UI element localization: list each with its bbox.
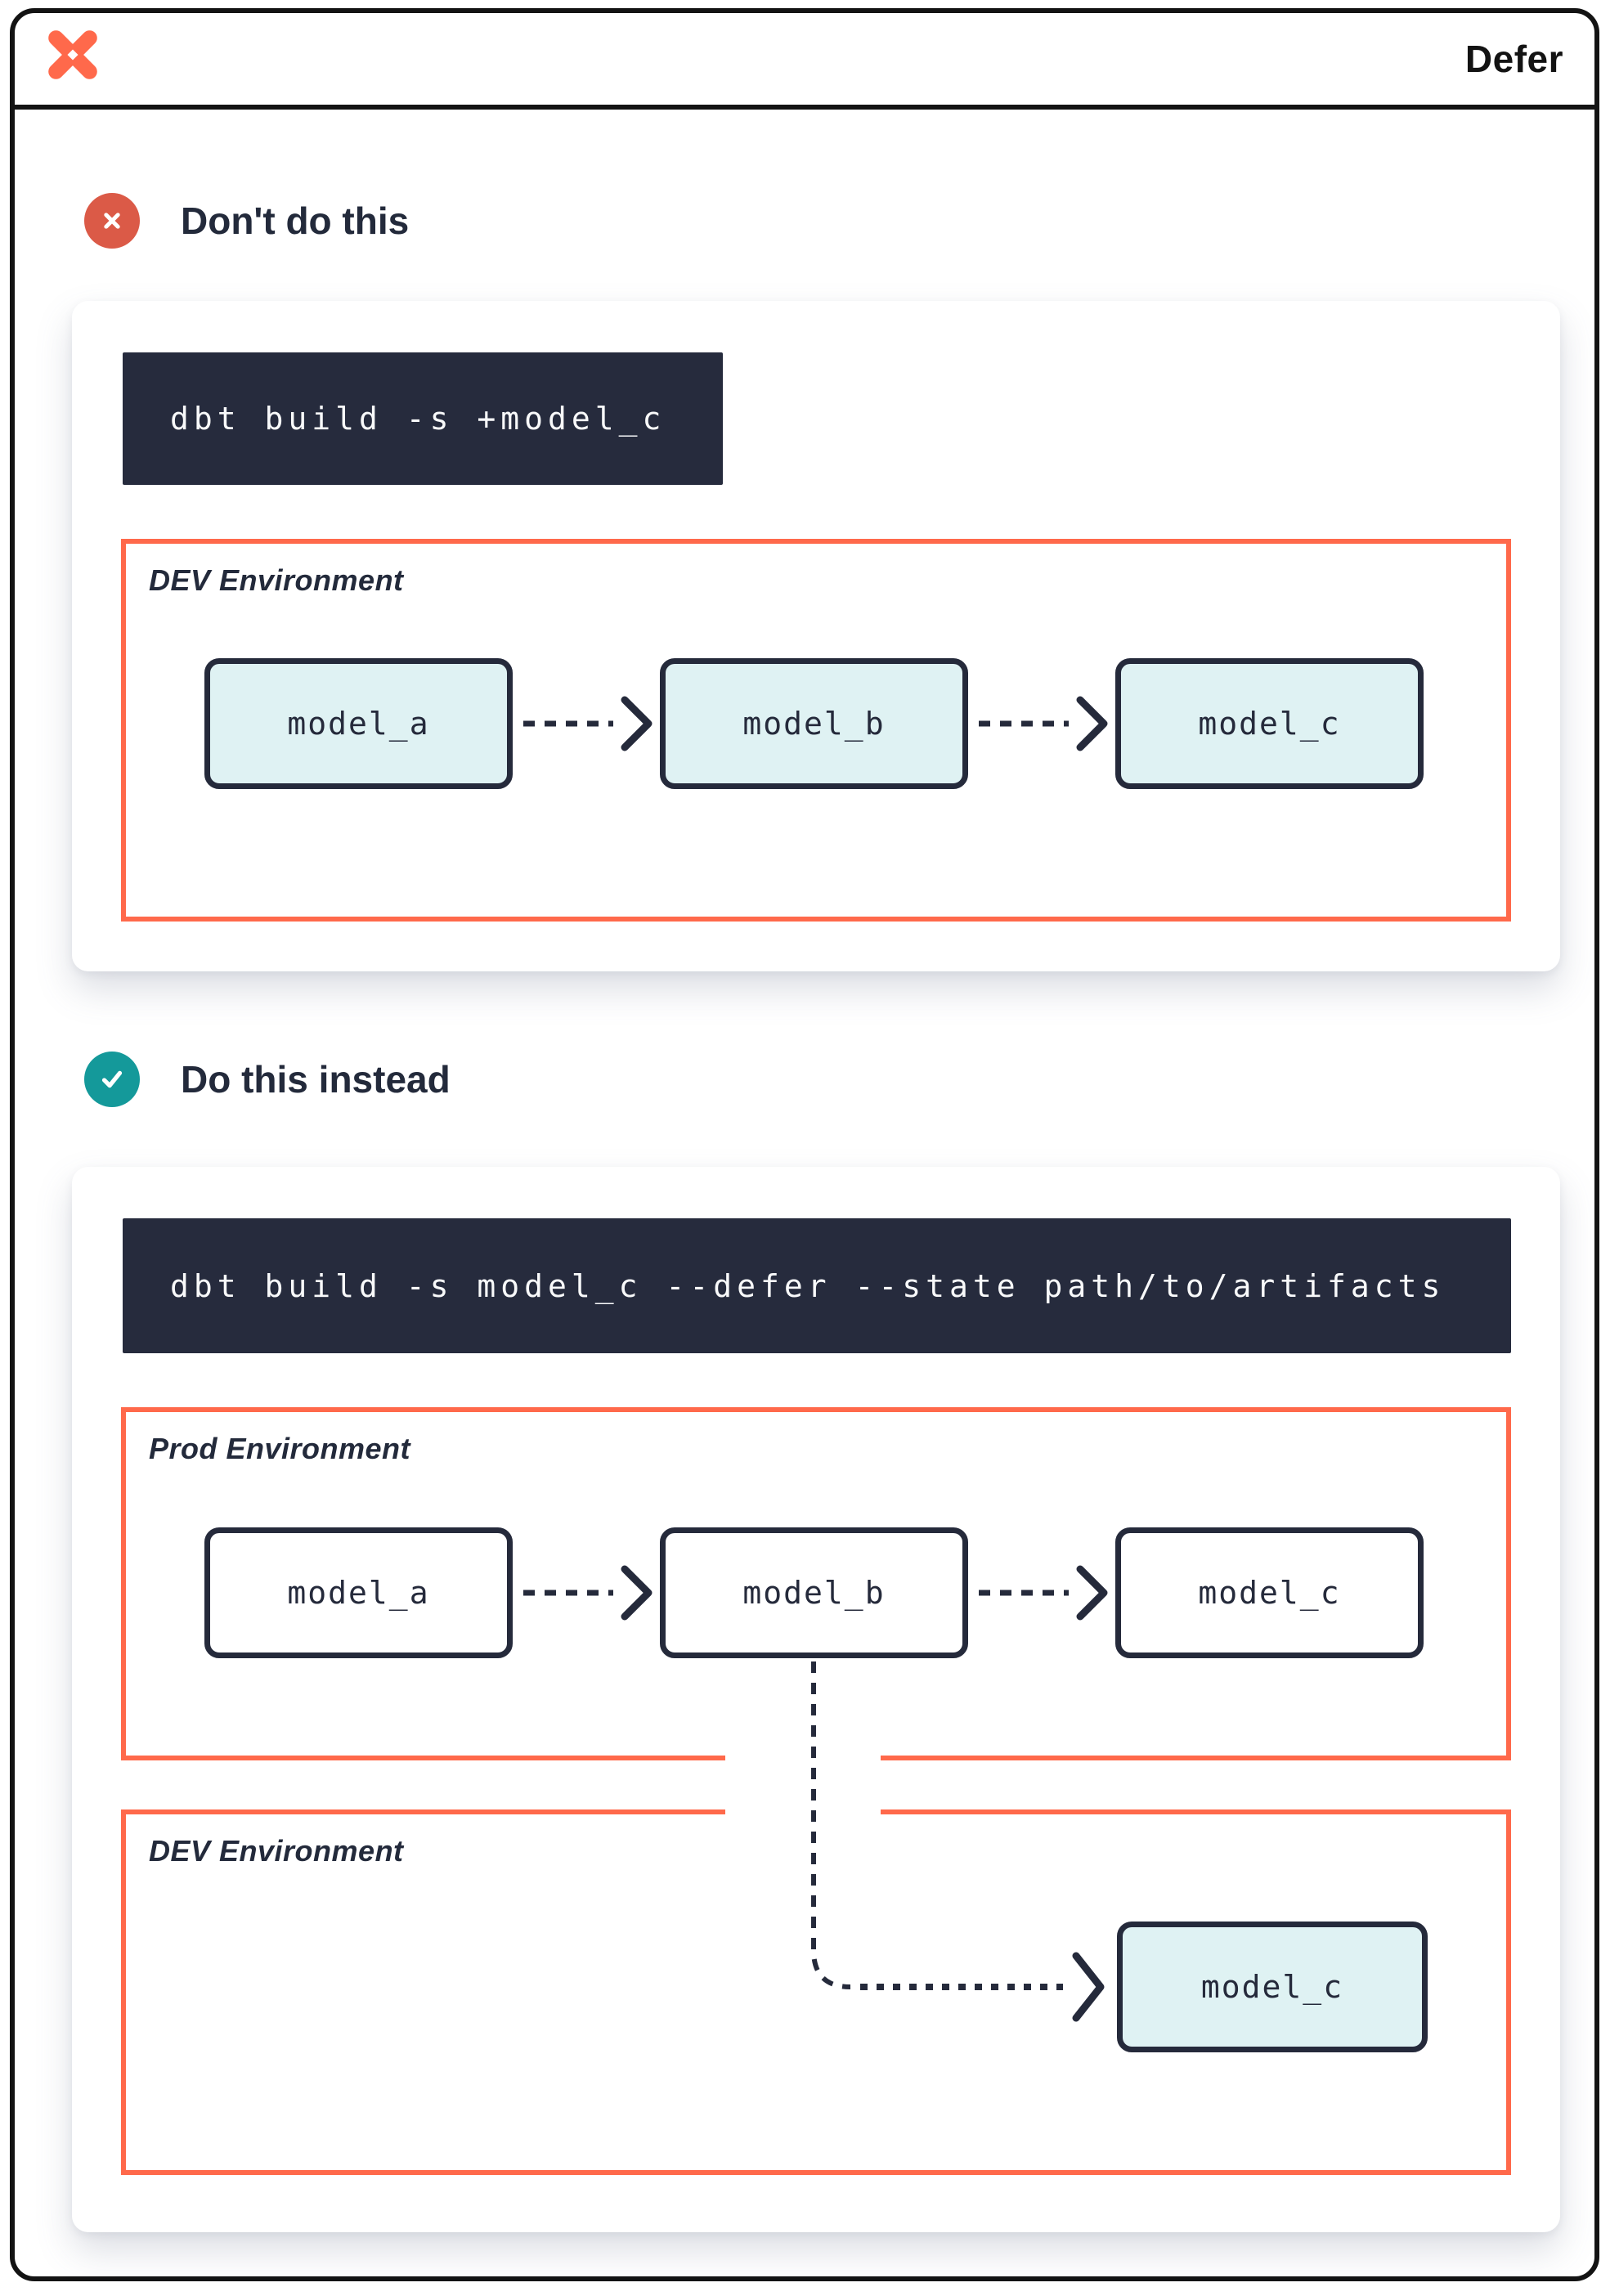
section-do-label: Do this instead bbox=[181, 1058, 451, 1101]
check-circle-icon bbox=[84, 1052, 140, 1107]
section-do-heading: Do this instead bbox=[84, 1052, 451, 1107]
title-bar: Defer bbox=[15, 13, 1594, 110]
dev-model-c-node: model_c bbox=[1117, 1922, 1428, 2052]
command-do: dbt build -s model_c --defer --state pat… bbox=[123, 1218, 1511, 1353]
command-dont: dbt build -s +model_c bbox=[123, 352, 723, 485]
section-dont-label: Don't do this bbox=[181, 200, 410, 242]
dbt-logo-icon bbox=[48, 30, 97, 79]
model-a-node: model_a bbox=[204, 658, 513, 789]
model-b-node: model_b bbox=[660, 658, 968, 789]
prod-model-a-node: model_a bbox=[204, 1527, 513, 1658]
prod-environment-label: Prod Environment bbox=[149, 1432, 411, 1465]
prod-border-gap bbox=[725, 1752, 881, 1767]
dev-environment-label: DEV Environment bbox=[149, 563, 404, 597]
prod-model-b-node: model_b bbox=[660, 1527, 968, 1658]
model-c-node: model_c bbox=[1115, 658, 1424, 789]
do-card: dbt build -s model_c --defer --state pat… bbox=[72, 1167, 1560, 2232]
dev-environment-box: DEV Environment bbox=[121, 539, 1511, 922]
prod-model-c-node: model_c bbox=[1115, 1527, 1424, 1658]
section-dont-heading: Don't do this bbox=[84, 193, 409, 249]
page-title: Defer bbox=[1464, 38, 1563, 80]
dont-card: dbt build -s +model_c DEV Environment mo… bbox=[72, 301, 1560, 971]
dev-environment-label-2: DEV Environment bbox=[149, 1834, 404, 1868]
x-circle-icon bbox=[84, 193, 140, 249]
dev-border-gap bbox=[725, 1806, 881, 1821]
